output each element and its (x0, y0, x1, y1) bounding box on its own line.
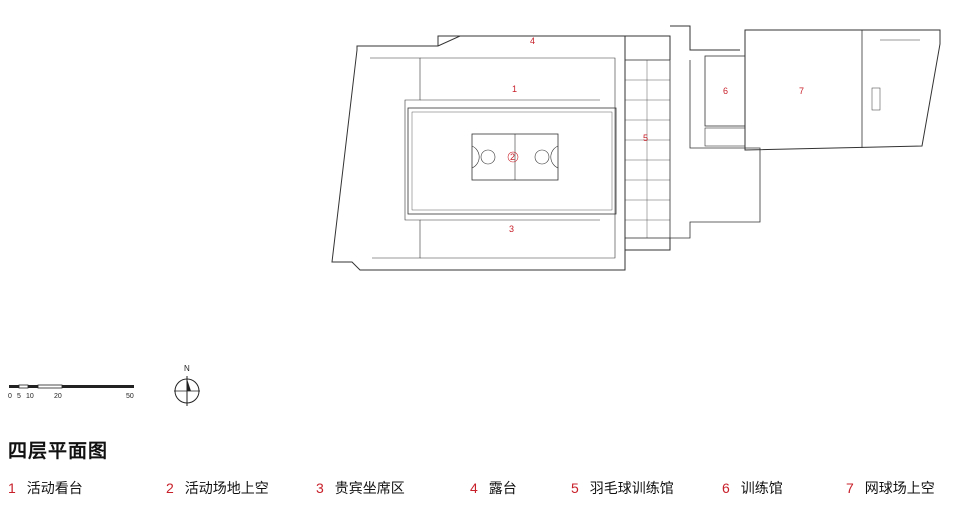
north-arrow-icon: N (174, 364, 200, 406)
legend-number: 4 (470, 480, 478, 496)
legend-item-5: 5 羽毛球训练馆 (571, 478, 674, 498)
legend-text: 活动场地上空 (184, 481, 269, 497)
scale-bar: 0 5 10 20 50 (8, 384, 134, 400)
legend-text: 网球场上空 (864, 481, 935, 497)
legend-item-4: 4 露台 (470, 478, 517, 498)
page-title: 四层平面图 (8, 440, 109, 462)
floor-plan-drawing: 1 2 3 4 5 6 7 (331, 25, 941, 271)
plan-label-1: 1 (512, 84, 517, 94)
court-area (407, 107, 617, 215)
scale-tick-5: 5 (17, 393, 21, 400)
legend-text: 贵宾坐席区 (334, 481, 405, 497)
legend-number: 2 (166, 480, 174, 496)
scale-tick-50: 50 (126, 393, 134, 400)
legend-text: 露台 (488, 481, 517, 497)
tennis-court-void (744, 29, 941, 151)
arena-outline (331, 35, 626, 271)
legend-item-1: 1 活动看台 (8, 478, 83, 498)
legend-number: 7 (846, 480, 854, 496)
plan-label-4: 4 (530, 36, 535, 46)
legend-number: 6 (722, 480, 730, 496)
plan-label-2: 2 (510, 152, 515, 162)
legend-text: 羽毛球训练馆 (589, 481, 674, 497)
legend-text: 活动看台 (26, 481, 83, 497)
scale-tick-20: 20 (54, 393, 62, 400)
scale-tick-0: 0 (8, 393, 12, 400)
legend-item-3: 3 贵宾坐席区 (316, 478, 405, 498)
badminton-hall (624, 59, 671, 239)
legend-item-2: 2 活动场地上空 (166, 478, 269, 498)
scale-tick-10: 10 (26, 393, 34, 400)
legend-text: 训练馆 (740, 481, 783, 497)
plan-label-6: 6 (723, 86, 728, 96)
legend-item-7: 7 网球场上空 (846, 478, 935, 498)
plan-label-7: 7 (799, 86, 804, 96)
legend-number: 1 (8, 480, 16, 496)
legend-item-6: 6 训练馆 (722, 478, 783, 498)
north-label: N (184, 364, 190, 373)
plan-label-3: 3 (509, 224, 514, 234)
legend-number: 3 (316, 480, 324, 496)
legend-number: 5 (571, 480, 579, 496)
plan-label-5: 5 (643, 133, 648, 143)
